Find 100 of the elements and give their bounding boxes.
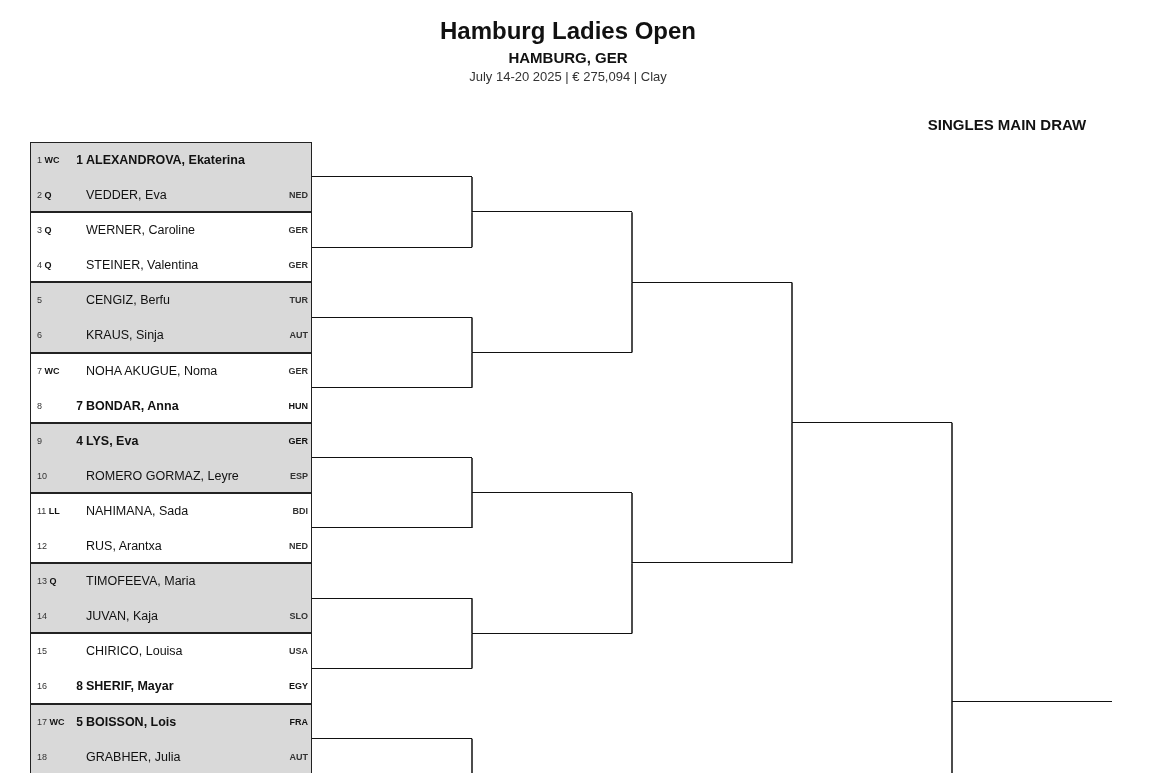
player-name: WERNER, Caroline xyxy=(86,222,196,240)
match-box xyxy=(30,563,312,634)
country-code: BDI xyxy=(292,505,308,518)
draw-number: 6 xyxy=(37,329,42,343)
player-name: JUVAN, Kaja xyxy=(86,608,158,626)
bracket-line xyxy=(312,737,472,739)
draw-number: 4 Q xyxy=(37,259,52,273)
bracket-line xyxy=(472,211,632,213)
match-box xyxy=(30,212,312,283)
draw-number: 8 xyxy=(37,399,42,413)
match-box xyxy=(30,493,312,564)
seed-number: 4 xyxy=(76,432,83,450)
country-code: FRA xyxy=(289,715,308,729)
bracket-connector xyxy=(471,492,473,529)
bracket-line xyxy=(472,351,632,353)
country-code: HUN xyxy=(288,399,308,413)
bracket-connector xyxy=(791,422,793,564)
player-name: BONDAR, Anna xyxy=(86,397,179,415)
country-code: AUT xyxy=(289,750,308,764)
player-name: KRAUS, Sinja xyxy=(86,327,164,345)
country-code: SLO xyxy=(289,610,308,624)
country-code: USA xyxy=(289,645,308,659)
event-details: July 14-20 2025 | € 275,094 | Clay xyxy=(468,69,668,84)
country-code: EGY xyxy=(289,680,308,694)
bracket-line xyxy=(312,316,472,318)
bracket-connector xyxy=(471,632,473,670)
bracket-line xyxy=(632,562,792,564)
draw-number: 16 xyxy=(37,680,47,694)
draw-number: 5 xyxy=(37,294,42,308)
draw-number: 11 LL xyxy=(37,505,60,518)
match-box xyxy=(30,352,312,423)
bracket-connector xyxy=(471,457,473,494)
draw-number: 14 xyxy=(37,610,47,624)
seed-number: 7 xyxy=(76,397,83,415)
player-name: CHIRICO, Louisa xyxy=(86,643,183,661)
bracket-connector xyxy=(631,492,633,564)
bracket-connector xyxy=(951,701,953,773)
draw-number: 7 WC xyxy=(37,364,60,378)
bracket-connector xyxy=(471,351,473,389)
bracket-line xyxy=(472,632,632,634)
draw-number: 9 xyxy=(37,434,42,448)
country-code: ESP xyxy=(290,469,308,483)
country-code: GER xyxy=(288,434,308,448)
bracket-connector xyxy=(631,281,633,354)
player-name: NAHIMANA, Sada xyxy=(86,503,189,520)
tournament-title: Hamburg Ladies Open xyxy=(438,17,697,45)
match-box xyxy=(30,703,312,773)
draw-number: 12 xyxy=(37,540,47,554)
bracket-line xyxy=(952,701,1112,703)
bracket-line xyxy=(472,492,632,494)
player-name: STEINER, Valentina xyxy=(86,257,199,275)
draw-heading: SINGLES MAIN DRAW xyxy=(926,116,1088,133)
player-name: VEDDER, Eva xyxy=(86,187,167,205)
bracket-line xyxy=(312,246,472,248)
country-code: NED xyxy=(289,189,308,203)
player-name: NOHA AKUGUE, Noma xyxy=(86,362,218,380)
draw-number: 18 xyxy=(37,750,47,764)
country-code: AUT xyxy=(289,329,308,343)
bracket-line xyxy=(312,527,472,529)
draw-number: 17 WC xyxy=(37,715,65,729)
bracket-line xyxy=(312,176,472,178)
bracket-connector xyxy=(471,737,473,773)
player-name: CENGIZ, Berfu xyxy=(86,292,171,310)
bracket-connector xyxy=(471,211,473,249)
location-text: HAMBURG, GER xyxy=(507,49,629,66)
bracket-connector xyxy=(951,422,953,703)
seed-number: 8 xyxy=(76,678,83,696)
player-name: TIMOFEEVA, Maria xyxy=(86,573,196,591)
draw-number: 10 xyxy=(37,469,47,483)
country-code: TUR xyxy=(289,294,308,308)
player-name: ALEXANDROVA, Ekaterina xyxy=(86,152,245,169)
bracket-connector xyxy=(471,316,473,354)
bracket-line xyxy=(312,667,472,669)
bracket-connector xyxy=(631,211,633,284)
draw-number: 2 Q xyxy=(37,189,52,203)
bracket-line xyxy=(312,457,472,459)
draw-number: 3 Q xyxy=(37,224,52,238)
match-box xyxy=(30,422,312,493)
player-name: BOISSON, Lois xyxy=(86,713,177,731)
bracket-line xyxy=(312,386,472,388)
draw-number: 15 xyxy=(37,645,47,659)
draw-number: 13 Q xyxy=(37,575,57,589)
bracket-line xyxy=(312,597,472,599)
country-code: GER xyxy=(288,364,308,378)
player-name: GRABHER, Julia xyxy=(86,748,181,766)
player-name: LYS, Eva xyxy=(86,432,139,450)
bracket-connector xyxy=(471,597,473,635)
country-code: NED xyxy=(289,540,308,554)
player-name: ROMERO GORMAZ, Leyre xyxy=(86,467,239,485)
bracket-connector xyxy=(471,176,473,213)
bracket-connector xyxy=(631,562,633,635)
player-name: SHERIF, Mayar xyxy=(86,678,174,696)
country-code: GER xyxy=(288,224,308,238)
match-box xyxy=(30,282,312,353)
match-box xyxy=(30,142,312,213)
bracket-connector xyxy=(791,281,793,424)
country-code: GER xyxy=(288,259,308,273)
seed-number: 5 xyxy=(76,713,83,731)
draw-number: 1 WC xyxy=(37,154,60,167)
player-name: RUS, Arantxa xyxy=(86,538,162,556)
